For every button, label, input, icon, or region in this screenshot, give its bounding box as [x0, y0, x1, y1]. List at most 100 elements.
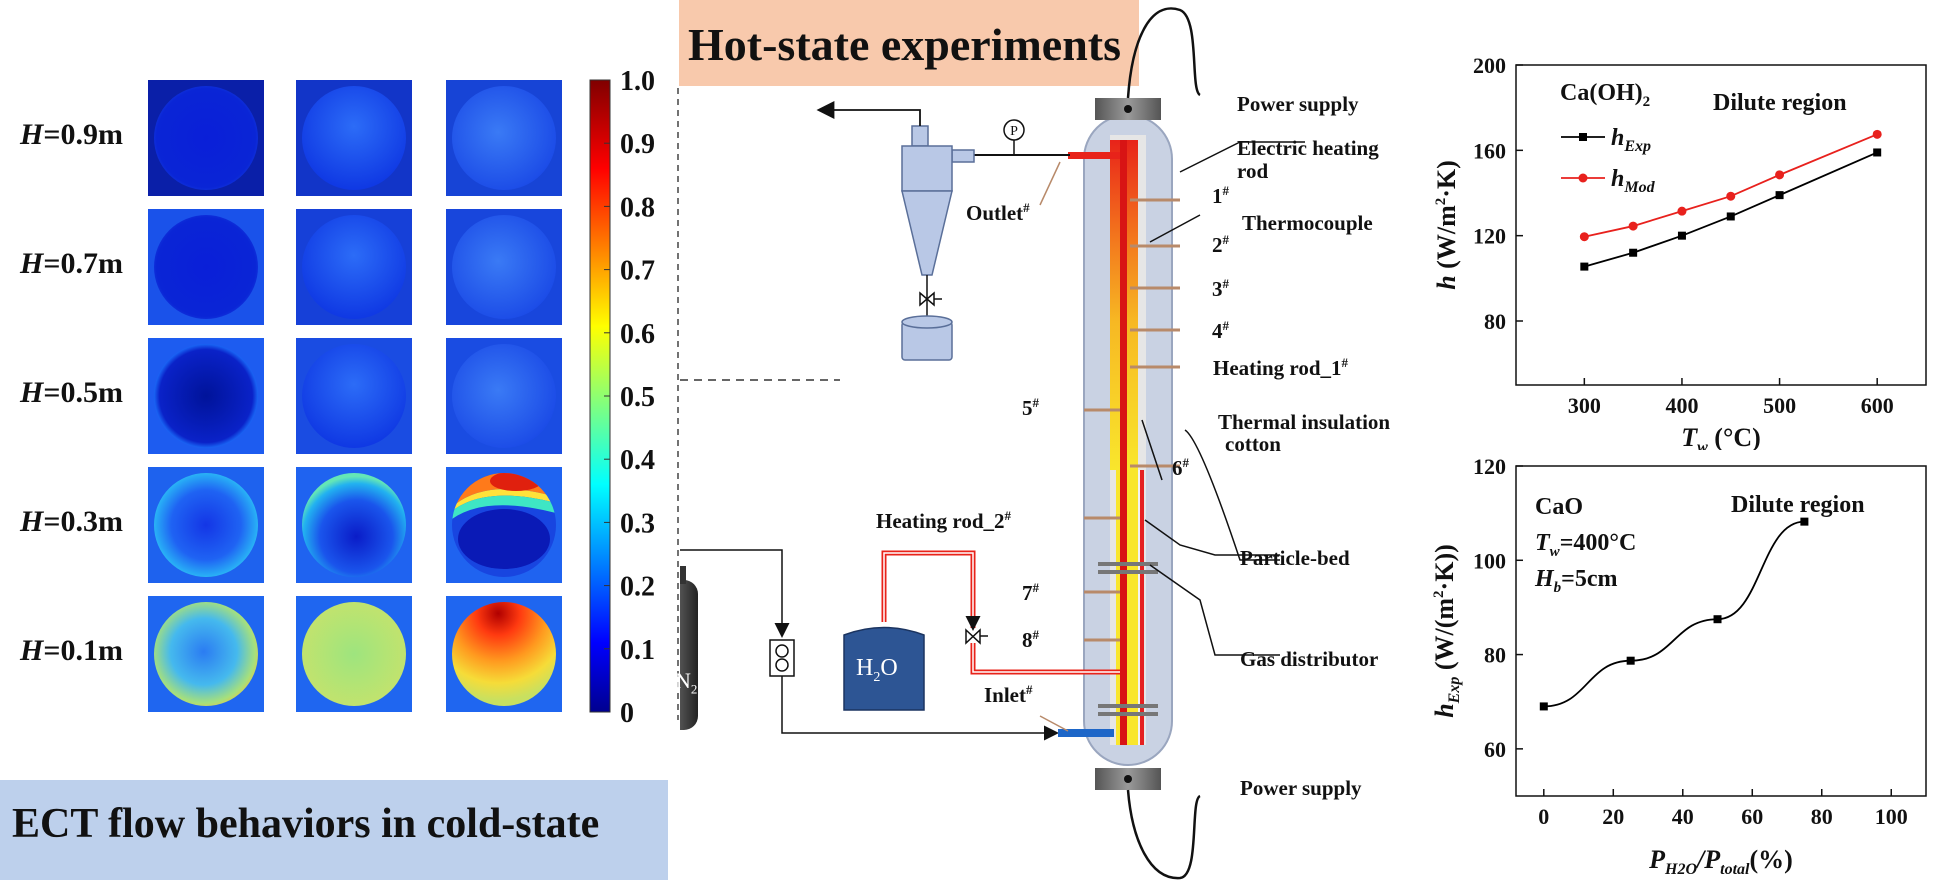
ect-row-label-2: H=0.7m — [20, 247, 123, 280]
ect-row-label-4: H=0.3m — [20, 505, 123, 538]
data-point-h_Exp — [1580, 262, 1589, 271]
x-tick-label: 300 — [1568, 393, 1601, 418]
gas-distributor-upper — [1098, 562, 1158, 574]
label-thermal-insulation: Thermal insulation — [1218, 410, 1391, 434]
ect-map-r2c1 — [148, 209, 264, 325]
outlet-leader — [1039, 161, 1061, 206]
ect-map-r1c1 — [148, 80, 264, 196]
steam-to-reactor-core — [972, 643, 1120, 673]
ect-map-r2c3 — [446, 209, 562, 325]
data-point-h_Exp — [1539, 702, 1548, 711]
flowmeter — [769, 639, 795, 677]
colorbar-tick-label: 0.4 — [620, 445, 655, 476]
ect-map-r5c1 — [148, 596, 264, 712]
chart1-y-label: h (W/m2·K) — [1432, 160, 1461, 290]
hot-title: Hot-state experiments — [688, 19, 1122, 70]
colorbar-tick-label: 0.5 — [620, 382, 655, 413]
series-line-h_Mod — [1584, 133, 1878, 238]
x-tick-label: 500 — [1763, 393, 1796, 418]
exhaust-arrow — [816, 101, 921, 126]
y-tick-label: 120 — [1473, 454, 1506, 479]
ect-map-r3c2 — [296, 338, 412, 454]
port-label-4: 4# — [1212, 318, 1229, 343]
label-heating-rod-1: Heating rod_1# — [1213, 355, 1349, 380]
top-terminal — [1124, 105, 1132, 113]
plot-frame — [1515, 64, 1927, 386]
data-point-h_Mod — [1726, 191, 1736, 201]
port-label-6: 6# — [1172, 455, 1189, 480]
legend-label-h_Exp: hExp — [1611, 125, 1651, 155]
label-electric-heating-rod-2: rod — [1237, 159, 1269, 183]
hot-state-schematic: P — [680, 7, 1305, 880]
n2-line-to-inlet — [781, 676, 1059, 741]
data-point-h_Mod — [1677, 206, 1687, 216]
y-tick-label: 80 — [1484, 643, 1506, 668]
data-point-h_Exp — [1713, 615, 1722, 624]
port-label-1: 1# — [1212, 183, 1229, 208]
colorbar-tick-label: 0 — [620, 698, 634, 729]
data-point-h_Exp — [1677, 231, 1686, 240]
cyclone-separator — [901, 125, 975, 276]
bottom-terminal — [1124, 775, 1132, 783]
port-label-2: 2# — [1212, 232, 1229, 257]
y-tick-label: 160 — [1473, 138, 1506, 163]
ect-map-grid — [148, 80, 562, 712]
n2-line-to-meter — [680, 549, 790, 638]
x-tick-label: 20 — [1602, 804, 1624, 829]
ect-map-r4c1 — [148, 467, 264, 583]
label-electric-heating-rod: Electric heating — [1237, 136, 1379, 160]
chart2-region: Dilute region — [1731, 492, 1865, 518]
x-tick-label: 600 — [1861, 393, 1894, 418]
plot-frame — [1515, 465, 1927, 797]
legend-marker-h_Exp — [1579, 133, 1587, 141]
label-gas-distributor: Gas distributor — [1240, 647, 1379, 671]
steam-feed-line — [881, 550, 976, 628]
steam-valve — [965, 628, 988, 645]
data-point-h_Exp — [1726, 212, 1735, 221]
power-wire-bottom — [1126, 789, 1201, 880]
gas-distributor-lower — [1098, 704, 1158, 716]
ect-map-r4c2 — [296, 467, 412, 583]
thermocouples — [1084, 198, 1180, 642]
x-tick-label: 80 — [1811, 804, 1833, 829]
chart1-x-label: Tw (°C) — [1681, 423, 1761, 450]
label-thermal-insulation-2: cotton — [1225, 432, 1281, 456]
data-point-h_Exp — [1775, 191, 1784, 200]
x-tick-label: 100 — [1875, 804, 1908, 829]
data-point-h_Mod — [1628, 221, 1638, 231]
data-point-h_Exp — [1800, 517, 1809, 526]
cyclone-valve — [919, 291, 942, 307]
colorbar-tick-label: 1.0 — [620, 66, 655, 97]
ect-title-box — [0, 780, 668, 880]
hot-title-box — [679, 0, 1139, 86]
label-outlet: Outlet# — [966, 200, 1030, 225]
ect-map-r1c2 — [296, 80, 412, 196]
legend-label-h_Mod: hMod — [1611, 166, 1656, 196]
ect-map-r3c3 — [446, 338, 562, 454]
colorbar-tick-label: 0.9 — [620, 129, 655, 160]
x-tick-label: 40 — [1672, 804, 1694, 829]
chart2-y-label: hExp (W/(m2·K)) — [1430, 544, 1463, 718]
colorbar-tick-label: 0.3 — [620, 508, 655, 539]
colorbar-tick-label: 0.2 — [620, 572, 655, 603]
y-tick-label: 80 — [1484, 309, 1506, 334]
ect-map-r5c3 — [446, 596, 562, 712]
ect-map-r4c3 — [446, 467, 562, 583]
port-label-5: 5# — [1022, 395, 1039, 420]
steam-feed-line-core — [883, 552, 974, 628]
ect-map-r5c2 — [296, 596, 412, 712]
chart2-tw: Tw=400°C — [1535, 530, 1636, 560]
outlet-pipe — [1068, 152, 1120, 159]
y-tick-label: 200 — [1473, 53, 1506, 78]
n2-cylinder — [680, 566, 698, 730]
ect-row-label-1: H=0.9m — [20, 118, 123, 151]
ect-map-r2c2 — [296, 209, 412, 325]
colorbar-ticks: 1.00.90.80.70.60.50.40.30.20.10 — [604, 66, 655, 729]
colorbar-tick-label: 0.6 — [620, 319, 655, 350]
chart2-compound: CaO — [1535, 494, 1583, 520]
label-heating-rod-2: Heating rod_2# — [876, 508, 1012, 533]
electric-heating-rod — [1120, 140, 1127, 745]
inlet-leader — [1039, 715, 1069, 732]
